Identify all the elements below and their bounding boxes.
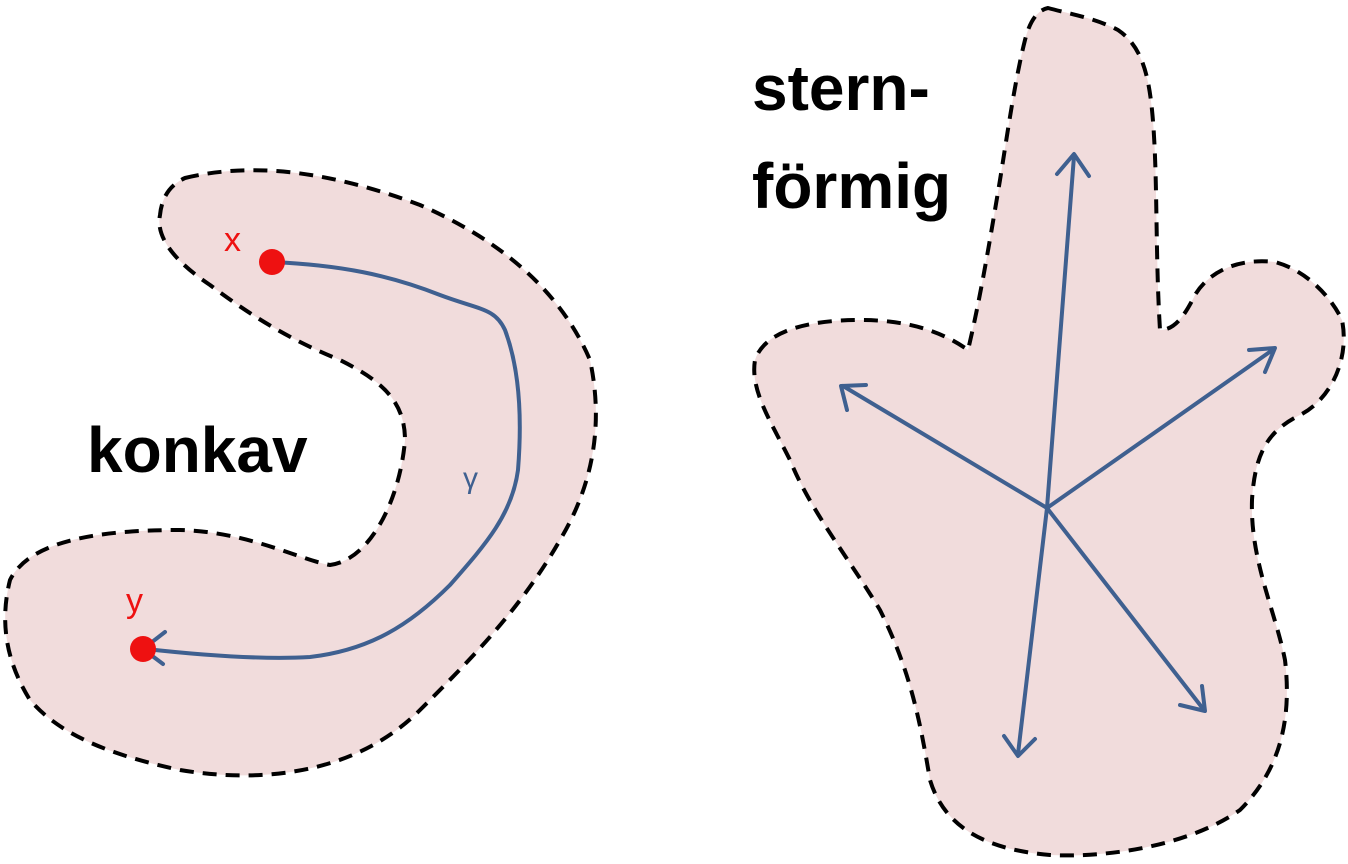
concave-region-group: x y γ konkav xyxy=(3,168,598,778)
star-ray-down-arrowhead xyxy=(1002,734,1037,758)
curve-gamma xyxy=(144,260,522,660)
point-y-label: y xyxy=(126,582,143,620)
star-label-line2: förmig xyxy=(752,150,951,222)
star-ray-left xyxy=(841,384,1049,510)
star-ray-down-right xyxy=(1045,506,1206,712)
concave-region xyxy=(3,168,598,778)
point-x-dot xyxy=(259,249,285,275)
star-shaped-region xyxy=(752,6,1346,858)
star-ray-up xyxy=(1045,154,1076,510)
star-ray-down xyxy=(1016,506,1049,756)
point-y-dot xyxy=(130,636,156,662)
star-label-line1: stern- xyxy=(752,52,930,124)
star-ray-right xyxy=(1045,347,1276,510)
concave-label: konkav xyxy=(87,414,308,486)
star-ray-down-right-arrowhead xyxy=(1178,684,1207,713)
point-x-label: x xyxy=(224,221,241,259)
star-ray-up-arrowhead xyxy=(1055,152,1091,178)
star-region-group: stern- förmig xyxy=(752,6,1346,858)
curve-gamma-label: γ xyxy=(463,462,478,495)
star-ray-left-arrowhead xyxy=(839,383,868,412)
star-ray-right-arrowhead xyxy=(1247,346,1277,374)
